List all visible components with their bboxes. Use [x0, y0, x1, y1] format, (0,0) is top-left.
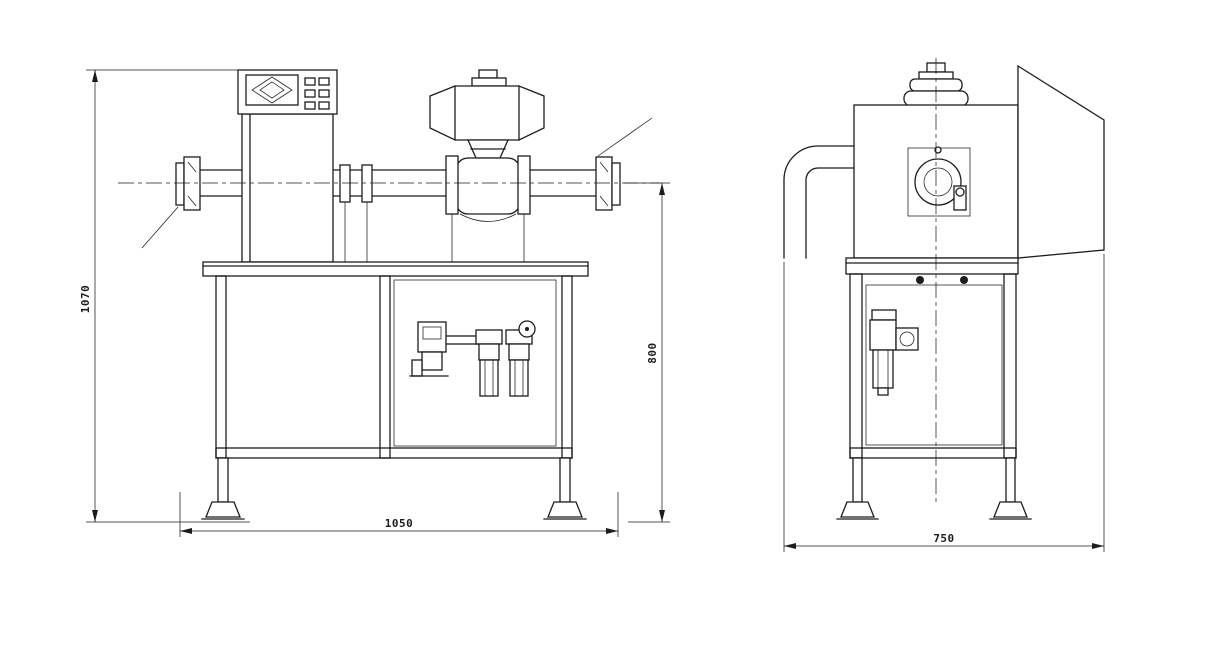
foot-left — [205, 501, 241, 518]
aperture-outer-circle — [914, 158, 962, 206]
frame-bottom-rail — [215, 447, 573, 459]
dim-label-overall-depth: 750 — [933, 532, 954, 545]
pipeline — [141, 117, 653, 262]
arrowhead — [606, 528, 618, 534]
dim-label-overall-width: 1050 — [385, 517, 414, 530]
side-legs — [836, 457, 1032, 520]
side-leg-right — [1005, 457, 1016, 503]
frame-post-middle — [379, 275, 391, 459]
valve-assembly — [429, 69, 545, 262]
arrowhead — [92, 510, 98, 522]
front-legs — [201, 457, 587, 520]
side-gauge — [895, 327, 919, 351]
side-foot-right — [993, 501, 1028, 518]
keypad-button — [318, 89, 330, 98]
solenoid-valve — [417, 321, 447, 353]
leg-right — [559, 457, 571, 503]
filter-bowl-2 — [509, 359, 529, 397]
arrowhead — [659, 183, 665, 195]
side-bottom-rail — [849, 447, 1017, 459]
display-logo — [251, 76, 293, 104]
side-post-right — [1003, 273, 1017, 459]
frame-post-right — [561, 275, 573, 459]
keypad-button — [304, 101, 316, 110]
side-table-top — [845, 257, 1019, 275]
dim-pipe-centerline-height: 800 — [624, 182, 670, 523]
arrowhead — [1092, 543, 1104, 549]
control-box-body — [241, 113, 334, 263]
side-elbow-pipe — [783, 145, 855, 259]
solenoid-bracket — [421, 351, 443, 371]
valve-body — [455, 157, 521, 215]
side-view: 750 — [783, 58, 1105, 552]
keypad-button — [304, 89, 316, 98]
keypad-button — [318, 101, 330, 110]
dim-front-overall-width: 1050 — [179, 492, 619, 537]
side-cabinet-panel — [865, 284, 1003, 446]
side-filter-body — [869, 319, 897, 351]
bolt-right — [960, 276, 968, 284]
pipe-end-plate-right — [611, 162, 621, 206]
pipe-union-flange-a — [339, 164, 351, 203]
table-top — [202, 261, 589, 277]
leg-left — [217, 457, 229, 503]
side-table-frame — [845, 257, 1019, 459]
valve-flange-right — [517, 155, 531, 215]
pipe-end-plate-left — [175, 162, 185, 206]
dim-label-overall-height: 1070 — [79, 285, 92, 314]
pipe-flange-right — [595, 156, 613, 211]
side-foot-left — [840, 501, 875, 518]
valve-flange-left — [445, 155, 459, 215]
arrowhead — [180, 528, 192, 534]
pipe-flange-left — [183, 156, 201, 211]
foot-right — [547, 501, 583, 518]
frame-post-left — [215, 275, 227, 459]
leader-left — [141, 206, 179, 249]
table-frame — [202, 261, 589, 459]
display-screen — [245, 74, 299, 106]
side-filter-bowl — [872, 349, 894, 389]
keypad-button — [304, 77, 316, 86]
arrowhead — [784, 543, 796, 549]
arrowhead — [659, 510, 665, 522]
dim-side-overall-depth: 750 — [783, 254, 1105, 552]
side-tilt-panel — [1017, 64, 1105, 259]
aperture-inner-circle — [923, 167, 953, 197]
side-leg-left — [852, 457, 863, 503]
keypad-button — [318, 77, 330, 86]
front-view: 1070 800 1050 — [79, 69, 670, 537]
keypad — [304, 77, 330, 110]
dim-front-overall-height: 1070 — [79, 69, 250, 523]
side-post-left — [849, 273, 863, 459]
side-air-preparation-unit — [869, 309, 919, 396]
dim-label-pipe-height: 800 — [646, 342, 659, 363]
air-preparation-unit — [409, 320, 536, 397]
actuator-knob — [478, 69, 498, 79]
filter-bowl-1 — [479, 359, 499, 397]
filter-cap-1 — [475, 329, 503, 345]
arrowhead — [92, 70, 98, 82]
actuator-body — [429, 85, 545, 141]
actuator-cap — [471, 77, 507, 87]
bolt-left — [916, 276, 924, 284]
cabinet-panel — [393, 279, 557, 447]
leader-right — [597, 117, 653, 157]
pipe-union-flange-b — [361, 164, 373, 203]
control-box — [237, 69, 338, 263]
